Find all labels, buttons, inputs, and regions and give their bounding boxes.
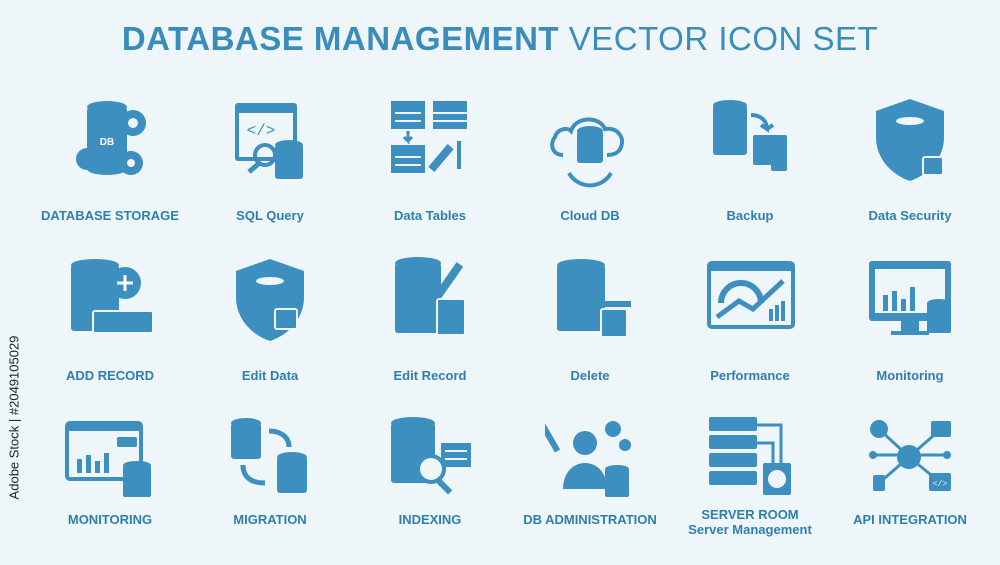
performance-gauge-icon (707, 261, 795, 329)
icon-label: SERVER ROOM (701, 507, 799, 522)
icon-label: DATABASE STORAGE (41, 208, 179, 223)
edit-record-icon (395, 257, 466, 336)
icon-card-migration: MIGRATION (190, 405, 350, 565)
icon-card-server-room: SERVER ROOM Server Management (670, 405, 830, 565)
icon-label: API INTEGRATION (853, 512, 967, 527)
icon-card-sql-query: </> SQL Query (190, 85, 350, 245)
stock-watermark: Adobe Stock | #2049105029 (4, 300, 22, 540)
icon-row-3: MONITORING MIGRATION (30, 405, 990, 565)
icon-grid: DB DATABASE STORAGE </> SQL Query (30, 85, 990, 565)
icon-card-data-tables: Data Tables (350, 85, 510, 245)
icon-row-2: ADD RECORD Edit Data Edit (30, 245, 990, 405)
icon-card-backup: Backup (670, 85, 830, 245)
icon-label: Edit Data (241, 368, 299, 383)
database-gears-icon: DB (76, 101, 146, 175)
icon-card-data-security: Data Security (830, 85, 990, 245)
cloud-database-icon (550, 117, 624, 188)
icon-label: MONITORING (67, 512, 153, 527)
stock-id-text: Adobe Stock | #2049105029 (6, 335, 22, 500)
icon-card-add-record: ADD RECORD (30, 245, 190, 405)
icon-card-monitoring-dashboard: MONITORING (30, 405, 190, 565)
data-tables-icon (391, 101, 467, 173)
db-badge: DB (100, 137, 114, 148)
icon-card-monitoring: Monitoring (830, 245, 990, 405)
icon-label: INDEXING (398, 512, 462, 527)
icon-card-edit-record: Edit Record (350, 245, 510, 405)
icon-label: Cloud DB (560, 208, 620, 223)
add-record-icon (71, 259, 154, 334)
migration-icon (231, 418, 307, 493)
title-light: VECTOR ICON SET (568, 20, 879, 57)
server-room-icon (709, 417, 791, 495)
indexing-icon (391, 417, 471, 495)
shield-database-icon (876, 99, 944, 181)
icon-label: MIGRATION (233, 512, 307, 527)
page-title: DATABASE MANAGEMENT VECTOR ICON SET (0, 20, 1000, 58)
icon-label: Performance (710, 368, 790, 383)
icon-card-cloud-db: Cloud DB (510, 85, 670, 245)
backup-icon (713, 100, 787, 171)
api-integration-icon: </> (869, 420, 951, 491)
db-admin-icon (545, 421, 631, 497)
icon-card-performance: Performance (670, 245, 830, 405)
icon-card-api-integration: </> API INTEGRATION (830, 405, 990, 565)
icon-label: SQL Query (236, 208, 304, 223)
icon-label: ADD RECORD (65, 368, 155, 383)
icon-card-db-administration: DB ADMINISTRATION (510, 405, 670, 565)
icon-label: Delete (570, 368, 610, 383)
icon-sublabel: Server Management (688, 522, 812, 537)
icon-row-1: DB DATABASE STORAGE </> SQL Query (30, 85, 990, 245)
icon-label: Data Security (868, 208, 952, 223)
delete-database-icon (557, 259, 631, 338)
icon-card-database-storage: DB DATABASE STORAGE (30, 85, 190, 245)
monitor-chart-icon (869, 261, 951, 335)
icon-card-indexing: INDEXING (350, 405, 510, 565)
icon-label: Data Tables (393, 208, 466, 223)
sql-query-icon: </> (235, 103, 303, 179)
icon-label: Backup (726, 208, 774, 223)
icon-card-delete: Delete (510, 245, 670, 405)
shield-lock-icon (236, 259, 304, 341)
icon-label: DB ADMINISTRATION (523, 512, 657, 527)
code-glyph: </> (247, 122, 276, 140)
icon-card-edit-data: Edit Data (190, 245, 350, 405)
icon-label: Monitoring (876, 368, 944, 383)
code-glyph: </> (933, 480, 948, 489)
monitoring-dashboard-icon (65, 421, 151, 497)
icon-label: Edit Record (393, 368, 467, 383)
title-bold: DATABASE MANAGEMENT (121, 20, 560, 57)
